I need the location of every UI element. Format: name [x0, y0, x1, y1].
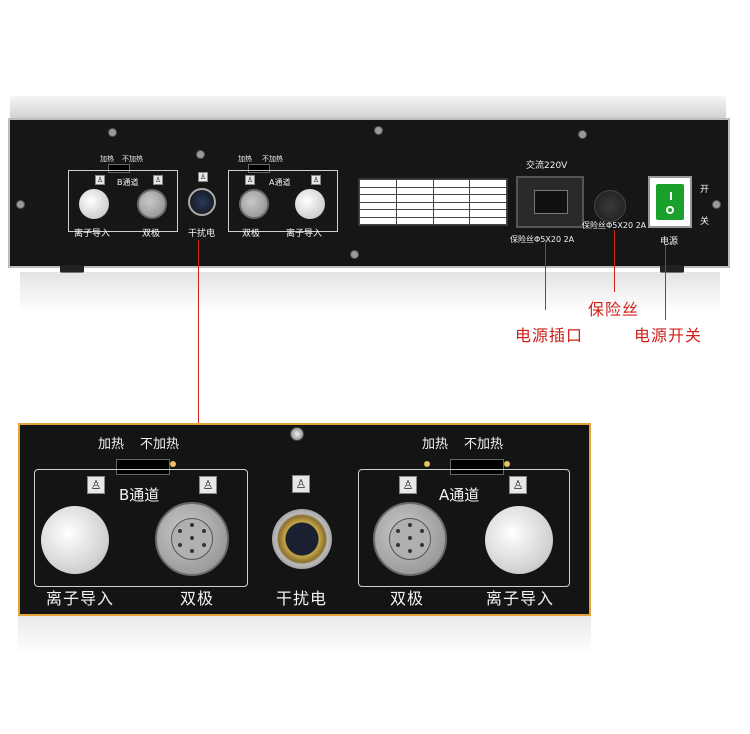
person-icon: ♙ — [87, 476, 105, 494]
person-icon: ♙ — [199, 476, 217, 494]
zoom-channel-b-title: B通道 — [119, 486, 160, 504]
device-foot — [660, 265, 684, 273]
fuse-callout-line — [614, 230, 615, 292]
power-socket[interactable] — [516, 176, 584, 228]
screw-icon — [374, 126, 383, 135]
power-switch-label: 电源 — [660, 237, 679, 247]
zoom-channel-a-heat-switch[interactable] — [450, 459, 504, 475]
fuse-holder[interactable] — [594, 190, 626, 222]
device-top-cover — [10, 96, 726, 120]
channel-a-title: A通道 — [269, 178, 291, 187]
screw-icon — [350, 250, 359, 259]
channel-a-heat-on-label: 加热 — [238, 155, 252, 163]
connector-pins-icon — [389, 518, 431, 560]
zoom-channel-a-bipolar-label: 双极 — [390, 589, 425, 608]
power-on-mark-icon — [670, 192, 672, 200]
channel-a-ion-label: 离子导入 — [286, 229, 323, 239]
zoom-interference-label: 干扰电 — [276, 589, 328, 608]
switch-off-label: 关 — [700, 217, 710, 227]
callout-power-switch: 电源开关 — [634, 326, 703, 345]
fuse-spec-right: 保险丝Φ5X20 2A — [582, 221, 647, 230]
person-icon: ♙ — [399, 476, 417, 494]
interference-port[interactable] — [188, 188, 216, 216]
person-icon: ♙ — [509, 476, 527, 494]
person-icon: ♙ — [153, 175, 163, 185]
channel-a-ion-button[interactable] — [295, 189, 325, 219]
channel-a-heat-off-label: 不加热 — [262, 155, 283, 163]
switch-on-label: 开 — [700, 185, 710, 195]
person-icon: ♙ — [245, 175, 255, 185]
device-foot — [60, 265, 84, 273]
person-icon: ♙ — [311, 175, 321, 185]
zoom-channel-b-bipolar-port[interactable] — [155, 502, 229, 576]
power-switch-rocker — [656, 184, 684, 220]
zoom-channel-a-heat-off: 不加热 — [464, 437, 504, 452]
person-icon: ♙ — [95, 175, 105, 185]
person-icon: ♙ — [198, 172, 208, 182]
screw-icon — [16, 200, 25, 209]
channel-a-heat-switch[interactable] — [248, 164, 270, 173]
channel-b-title: B通道 — [117, 178, 139, 187]
zoom-channel-a-bipolar-port[interactable] — [373, 502, 447, 576]
zoom-channel-a-heat-on: 加热 — [422, 437, 449, 452]
channel-a-bipolar-port[interactable] — [239, 189, 269, 219]
screw-icon — [290, 427, 304, 441]
channel-b-bipolar-port[interactable] — [137, 189, 167, 219]
channel-b-heat-switch[interactable] — [108, 164, 130, 173]
screw-icon — [712, 200, 721, 209]
channel-a-frame: ♙ ♙ A通道 — [228, 170, 338, 232]
device-rear-panel: 加热 不加热 ♙ ♙ B通道 离子导入 双极 ♙ 干扰电 加热 不加热 ♙ ♙ … — [8, 118, 730, 268]
power-switch-callout-line — [665, 245, 666, 320]
screw-icon — [196, 150, 205, 159]
channel-b-heat-on-label: 加热 — [100, 155, 114, 163]
fuse-spec-left: 保险丝Φ5X20 2A — [510, 235, 575, 244]
power-switch[interactable] — [648, 176, 692, 228]
zoom-channel-b-bipolar-label: 双极 — [180, 589, 215, 608]
channel-b-ion-label: 离子导入 — [74, 229, 111, 239]
indicator-led-icon — [504, 461, 510, 467]
zoom-channel-a-ion-button[interactable] — [485, 506, 553, 574]
person-icon: ♙ — [292, 475, 310, 493]
zoom-channel-b-heat-off: 不加热 — [140, 437, 180, 452]
zoom-reflection — [18, 616, 591, 656]
channel-b-heat-off-label: 不加热 — [122, 155, 143, 163]
zoom-interference-port[interactable] — [272, 509, 332, 569]
power-socket-callout-line — [545, 240, 546, 310]
zoom-channel-b-ion-label: 离子导入 — [46, 589, 115, 608]
power-off-mark-icon — [666, 206, 674, 214]
channel-b-frame: ♙ ♙ B通道 — [68, 170, 178, 232]
screw-icon — [578, 130, 587, 139]
zoom-detail-panel: 加热 不加热 ♙ B通道 ♙ 离子导入 双极 ♙ 干扰电 加热 不加热 ♙ A — [18, 423, 591, 616]
interference-label: 干扰电 — [188, 229, 216, 239]
ac-voltage-label: 交流220V — [526, 161, 568, 171]
device-reflection — [20, 272, 720, 312]
channel-b-bipolar-label: 双极 — [142, 229, 161, 239]
channel-b-ion-button[interactable] — [79, 189, 109, 219]
connector-pins-icon — [171, 518, 213, 560]
zoom-channel-b-ion-button[interactable] — [41, 506, 109, 574]
channel-a-bipolar-label: 双极 — [242, 229, 261, 239]
zoom-channel-a-ion-label: 离子导入 — [486, 589, 555, 608]
zoom-channel-b-heat-switch[interactable] — [116, 459, 170, 475]
zoom-channel-a-title: A通道 — [439, 486, 480, 504]
zoom-callout-line — [198, 240, 199, 423]
callout-fuse: 保险丝 — [588, 300, 640, 319]
screw-icon — [108, 128, 117, 137]
zoom-channel-a-frame: ♙ A通道 ♙ — [358, 469, 570, 587]
zoom-channel-b-heat-on: 加热 — [98, 437, 125, 452]
zoom-channel-b-frame: ♙ B通道 ♙ — [34, 469, 248, 587]
indicator-led-icon — [424, 461, 430, 467]
callout-power-socket: 电源插口 — [515, 326, 584, 345]
indicator-led-icon — [170, 461, 176, 467]
socket-pins-icon — [534, 190, 568, 214]
spec-plate — [358, 178, 508, 226]
